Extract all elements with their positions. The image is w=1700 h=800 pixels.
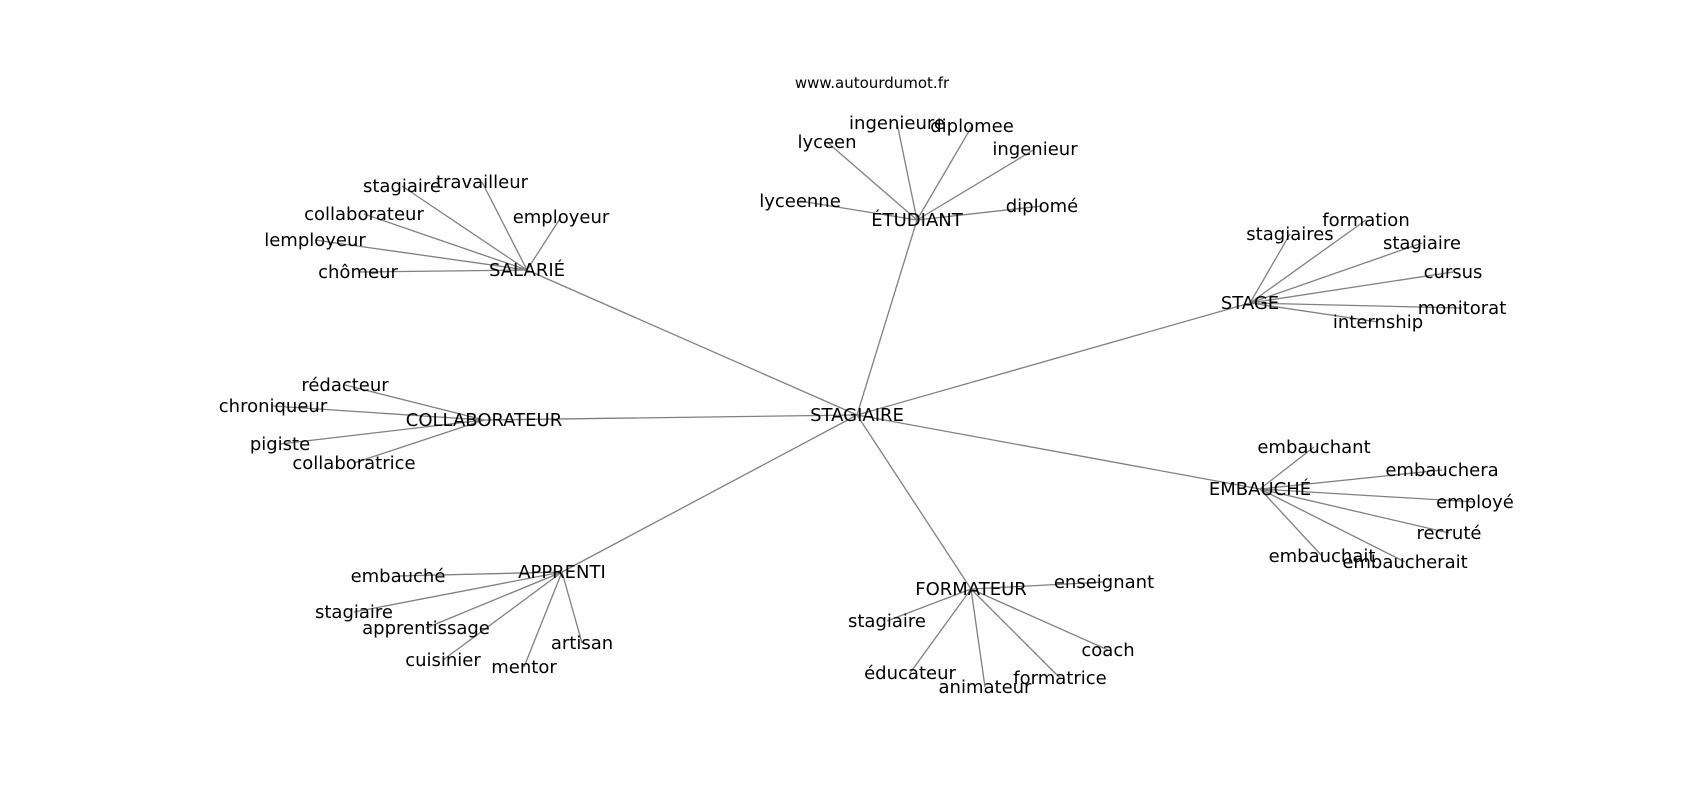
leaf-node-label[interactable]: cursus xyxy=(1424,262,1483,283)
cluster-node-label[interactable]: EMBAUCHÉ xyxy=(1209,478,1311,500)
leaf-node-label[interactable]: employé xyxy=(1436,492,1514,513)
cluster-node-label[interactable]: SALARIÉ xyxy=(489,259,565,281)
edge-cluster-2-leaf-4 xyxy=(1249,302,1463,309)
watermark-text: www.autourdumot.fr xyxy=(795,74,950,92)
leaf-node-label[interactable]: ingenieure xyxy=(849,113,945,134)
leaf-node-label[interactable]: diplomé xyxy=(1006,196,1078,217)
edge-cluster-5-leaf-4 xyxy=(442,571,563,661)
edge-cluster-3-leaf-3 xyxy=(353,419,485,464)
cluster-node-label[interactable]: FORMATEUR xyxy=(915,579,1027,600)
edge-cluster-5-leaf-2 xyxy=(425,571,563,629)
leaf-node-label[interactable]: enseignant xyxy=(1054,572,1154,593)
leaf-node-label[interactable]: diplomee xyxy=(930,116,1014,137)
edge-cluster-1-leaf-3 xyxy=(526,216,562,271)
leaf-node-label[interactable]: embauché xyxy=(351,566,446,587)
edge-cluster-2-leaf-0 xyxy=(1249,233,1291,304)
edge-cluster-5-leaf-0 xyxy=(397,571,563,577)
cluster-node-label[interactable]: ÉTUDIANT xyxy=(871,209,963,231)
edge-root-cluster-4 xyxy=(856,414,1261,490)
leaf-node-label[interactable]: formation xyxy=(1322,210,1409,231)
leaf-node-label[interactable]: monitorat xyxy=(1418,298,1507,319)
edge-cluster-6-leaf-5 xyxy=(970,588,986,688)
leaf-node-label[interactable]: artisan xyxy=(551,633,613,654)
graph-edges xyxy=(272,122,1476,688)
edge-cluster-6-leaf-2 xyxy=(970,588,1109,651)
leaf-node-label[interactable]: animateur xyxy=(939,677,1033,698)
leaf-node-label[interactable]: stagiaire xyxy=(363,176,441,197)
leaf-node-label[interactable]: lyceen xyxy=(797,132,856,153)
edge-cluster-1-leaf-1 xyxy=(481,181,528,271)
edge-cluster-4-leaf-2 xyxy=(1259,488,1476,503)
leaf-node-label[interactable]: internship xyxy=(1333,312,1423,333)
leaf-node-label[interactable]: travailleur xyxy=(436,172,529,193)
edge-cluster-2-leaf-2 xyxy=(1249,242,1423,304)
edge-root-cluster-2 xyxy=(856,302,1251,416)
leaf-node-label[interactable]: apprentissage xyxy=(362,618,490,639)
leaf-node-label[interactable]: lyceenne xyxy=(759,191,841,212)
leaf-node-label[interactable]: coach xyxy=(1081,640,1134,661)
edge-cluster-1-leaf-0 xyxy=(401,185,528,271)
leaf-node-label[interactable]: collaboratrice xyxy=(292,453,415,474)
edge-cluster-4-leaf-5 xyxy=(1259,488,1406,563)
edge-cluster-4-leaf-4 xyxy=(1259,488,1323,557)
edge-cluster-3-leaf-0 xyxy=(344,384,485,421)
leaf-node-label[interactable]: stagiaires xyxy=(1246,224,1333,245)
edge-cluster-6-leaf-4 xyxy=(970,588,1061,679)
edge-root-cluster-3 xyxy=(483,414,858,421)
edge-root-cluster-6 xyxy=(856,414,972,590)
root-node-label[interactable]: STAGIAIRE xyxy=(810,405,904,426)
edge-cluster-2-leaf-5 xyxy=(1249,302,1379,323)
leaf-node-label[interactable]: lemployeur xyxy=(264,230,366,251)
edge-root-cluster-5 xyxy=(561,414,858,573)
edge-cluster-0-leaf-5 xyxy=(916,205,1043,221)
leaf-node-label[interactable]: recruté xyxy=(1417,523,1482,544)
leaf-node-label[interactable]: embauchant xyxy=(1257,437,1370,458)
edge-cluster-6-leaf-1 xyxy=(886,588,972,622)
edge-cluster-5-leaf-3 xyxy=(561,571,583,644)
leaf-node-label[interactable]: embauchera xyxy=(1385,460,1498,481)
edge-cluster-1-leaf-4 xyxy=(314,239,528,271)
edge-cluster-3-leaf-1 xyxy=(272,405,485,421)
edge-cluster-4-leaf-0 xyxy=(1259,446,1315,490)
edge-cluster-0-leaf-3 xyxy=(916,148,1036,221)
edge-cluster-2-leaf-1 xyxy=(1249,219,1367,304)
edge-root-cluster-0 xyxy=(856,219,918,416)
edge-cluster-4-leaf-1 xyxy=(1259,469,1443,490)
edge-cluster-5-leaf-1 xyxy=(353,571,563,613)
leaf-node-label[interactable]: employeur xyxy=(513,207,610,228)
edge-root-cluster-1 xyxy=(526,269,858,416)
leaf-node-label[interactable]: ingenieur xyxy=(992,139,1078,160)
edge-cluster-6-leaf-0 xyxy=(970,581,1105,590)
edge-cluster-3-leaf-2 xyxy=(279,419,485,445)
edge-cluster-0-leaf-2 xyxy=(826,141,918,221)
leaf-node-label[interactable]: collaborateur xyxy=(304,204,424,225)
leaf-node-label[interactable]: stagiaire xyxy=(848,611,926,632)
edge-cluster-5-leaf-5 xyxy=(523,571,563,668)
leaf-node-label[interactable]: pigiste xyxy=(250,434,310,455)
leaf-node-label[interactable]: chômeur xyxy=(318,262,398,283)
leaf-node-label[interactable]: embauchait xyxy=(1269,546,1376,567)
edge-cluster-0-leaf-0 xyxy=(896,122,918,221)
edge-cluster-4-leaf-3 xyxy=(1259,488,1450,534)
edge-cluster-1-leaf-2 xyxy=(363,213,528,271)
cluster-node-label[interactable]: STAGE xyxy=(1221,293,1279,314)
leaf-node-label[interactable]: stagiaire xyxy=(315,602,393,623)
leaf-node-label[interactable]: stagiaire xyxy=(1383,233,1461,254)
edge-cluster-6-leaf-3 xyxy=(909,588,972,674)
edge-cluster-0-leaf-4 xyxy=(799,200,918,221)
cluster-node-label[interactable]: COLLABORATEUR xyxy=(406,410,562,431)
leaf-node-label[interactable]: chroniqueur xyxy=(219,396,328,417)
leaf-node-label[interactable]: formatrice xyxy=(1013,668,1106,689)
leaf-node-label[interactable]: éducateur xyxy=(864,663,956,684)
leaf-node-label[interactable]: embaucherait xyxy=(1342,552,1467,573)
edge-cluster-0-leaf-1 xyxy=(916,125,973,221)
leaf-node-label[interactable]: rédacteur xyxy=(301,375,389,396)
edge-cluster-2-leaf-3 xyxy=(1249,271,1454,304)
leaf-node-label[interactable]: cuisinier xyxy=(405,650,481,671)
edge-cluster-1-leaf-5 xyxy=(357,269,528,273)
leaf-node-label[interactable]: mentor xyxy=(491,657,557,678)
cluster-node-label[interactable]: APPRENTI xyxy=(518,562,606,583)
